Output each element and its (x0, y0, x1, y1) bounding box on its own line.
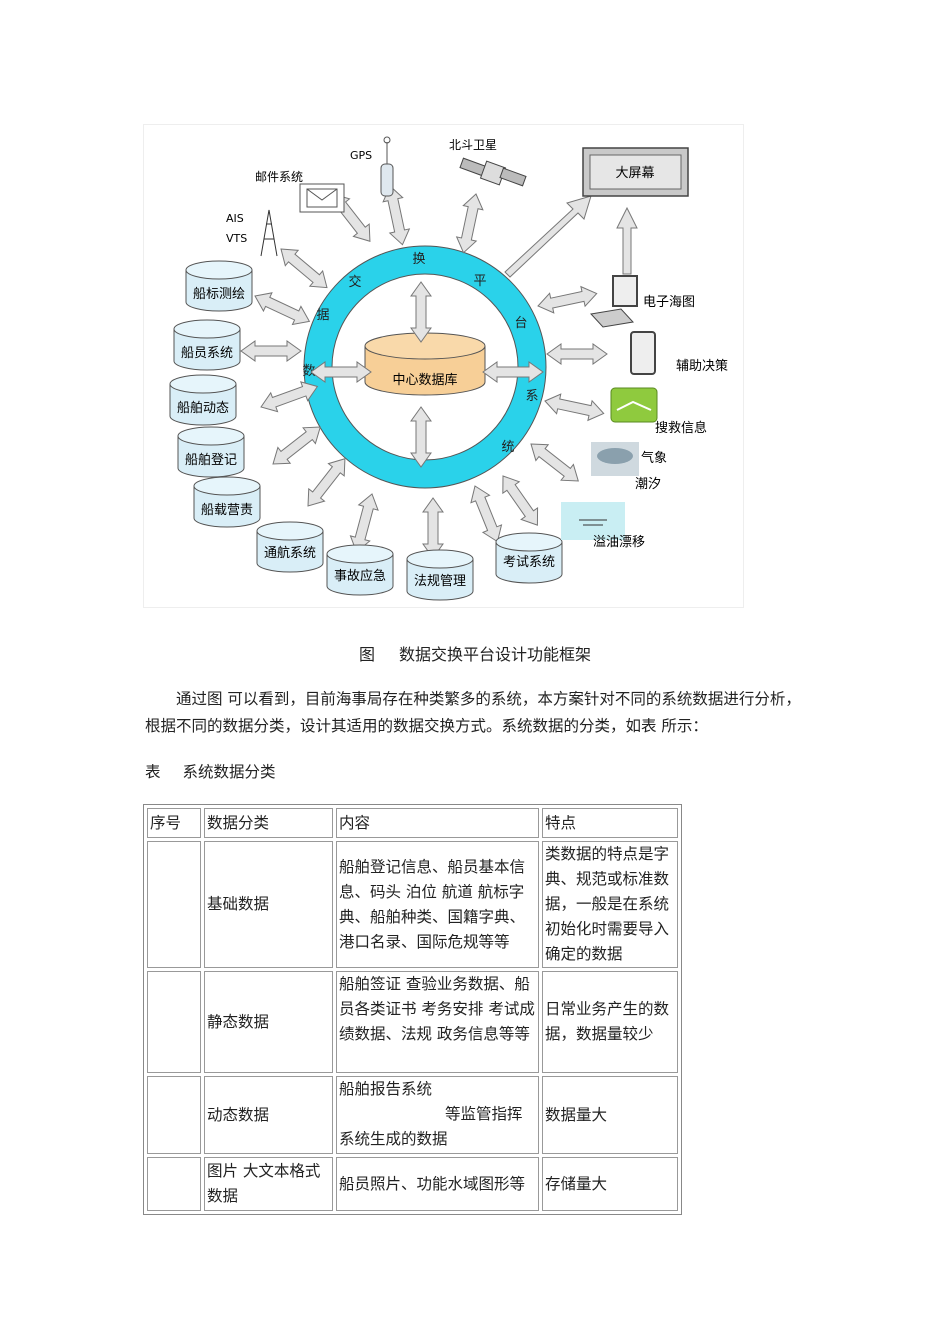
row-content: 船员照片、功能水域图形等 (336, 1157, 539, 1211)
row-number (147, 971, 201, 1073)
row-content: 船舶签证 查验业务数据、船员各类证书 考务安排 考试成绩数据、法规 政务信息等等 (336, 971, 539, 1073)
svg-text:溢油漂移: 溢油漂移 (593, 534, 645, 550)
row-category: 基础数据 (204, 841, 333, 968)
table-row: 静态数据 船舶签证 查验业务数据、船员各类证书 考务安排 考试成绩数据、法规 政… (147, 971, 678, 1073)
row-category: 静态数据 (204, 971, 333, 1073)
body-paragraph: 通过图 可以看到，目前海事局存在种类繁多的系统，本方案针对不同的系统数据进行分析… (145, 686, 815, 740)
svg-text:气象: 气象 (641, 450, 667, 466)
db-cylinder: 船标测绘 (186, 261, 252, 311)
table-header-row: 序号 数据分类 内容 特点 (147, 808, 678, 838)
ring-char: 系 (525, 389, 538, 404)
caption-text: 数据交换平台设计功能框架 (399, 645, 591, 664)
svg-text:船舶登记: 船舶登记 (185, 452, 237, 468)
svg-text:AIS: AIS (226, 212, 244, 225)
ring-char: 平 (473, 274, 486, 289)
header-cell: 数据分类 (204, 808, 333, 838)
svg-text:船载营责: 船载营责 (201, 503, 253, 518)
svg-text:船舶动态: 船舶动态 (177, 400, 229, 416)
row-feature: 日常业务产生的数据，数据量较少 (542, 971, 678, 1073)
ring-char: 台 (514, 316, 527, 331)
row-category: 动态数据 (204, 1076, 333, 1154)
row-category: 图片 大文本格式数据 (204, 1157, 333, 1211)
db-cylinder: 船舶登记 (178, 427, 244, 477)
header-cell: 序号 (147, 808, 201, 838)
db-cylinder: 考试系统 (496, 533, 562, 583)
svg-text:船员系统: 船员系统 (181, 346, 233, 361)
table-row: 图片 大文本格式数据 船员照片、功能水域图形等 存储量大 (147, 1157, 678, 1211)
db-cylinder: 事故应急 (327, 545, 393, 595)
row-content: 船舶登记信息、船员基本信息、码头 泊位 航道 航标字典、船舶种类、国籍字典、港口… (336, 841, 539, 968)
row-feature: 存储量大 (542, 1157, 678, 1211)
table-title-text: 系统数据分类 (183, 763, 276, 781)
weather-icon (591, 442, 639, 476)
svg-text:船标测绘: 船标测绘 (193, 287, 245, 302)
row-feature: 类数据的特点是字典、规范或标准数据，一般是在系统初始化时需要导入确定的数据 (542, 841, 678, 968)
svg-text:中心数据库: 中心数据库 (392, 372, 457, 388)
rescue-icon (611, 388, 657, 422)
svg-text:法规管理: 法规管理 (414, 574, 466, 589)
db-cylinder: 船舶动态 (170, 375, 236, 425)
table-title: 表 系统数据分类 (145, 760, 276, 782)
header-cell: 内容 (336, 808, 539, 838)
content-line: 船舶报告系统 (339, 1077, 536, 1102)
content-line: 系统生成的数据 (339, 1127, 536, 1152)
svg-text:大屏幕: 大屏幕 (615, 166, 654, 181)
row-feature: 数据量大 (542, 1076, 678, 1154)
svg-text:北斗卫星: 北斗卫星 (449, 138, 497, 152)
svg-text:搜救信息: 搜救信息 (655, 420, 707, 436)
db-cylinder: 船员系统 (174, 320, 240, 370)
content-line: 等监管指挥 (339, 1102, 536, 1127)
header-cell: 特点 (542, 808, 678, 838)
svg-text:通航系统: 通航系统 (264, 545, 316, 561)
row-number (147, 841, 201, 968)
ring-char: 交 (348, 274, 361, 290)
db-cylinder: 通航系统 (257, 522, 323, 572)
big-screen: 大屏幕 (583, 148, 688, 196)
svg-text:邮件系统: 邮件系统 (255, 170, 303, 184)
svg-text:事故应急: 事故应急 (334, 568, 386, 584)
caption-prefix: 图 (359, 645, 375, 664)
table-row: 动态数据 船舶报告系统 等监管指挥 系统生成的数据 数据量大 (147, 1076, 678, 1154)
row-number (147, 1157, 201, 1211)
svg-text:电子海图: 电子海图 (643, 295, 695, 310)
svg-text:GPS: GPS (350, 149, 372, 162)
mail-icon (300, 184, 344, 212)
table-row: 基础数据 船舶登记信息、船员基本信息、码头 泊位 航道 航标字典、船舶种类、国籍… (147, 841, 678, 968)
row-content: 船舶报告系统 等监管指挥 系统生成的数据 (336, 1076, 539, 1154)
row-number (147, 1076, 201, 1154)
table-title-prefix: 表 (145, 763, 161, 781)
ring-char: 统 (501, 440, 514, 455)
svg-text:考试系统: 考试系统 (503, 555, 555, 570)
tablet-icon (631, 332, 655, 374)
figure-caption: 图 数据交换平台设计功能框架 (0, 641, 950, 665)
ring-char: 换 (412, 252, 425, 267)
db-cylinder: 法规管理 (407, 550, 473, 600)
center-database: 中心数据库 (365, 333, 485, 395)
svg-text:辅助决策: 辅助决策 (676, 358, 728, 374)
svg-text:VTS: VTS (226, 232, 247, 245)
db-cylinder: 船载营责 (194, 477, 260, 527)
data-table: 序号 数据分类 内容 特点 基础数据 船舶登记信息、船员基本信息、码头 泊位 航… (143, 804, 682, 1215)
system-diagram: 数 据 交 换 平 台 系 统 中心数据库 (143, 124, 744, 608)
ring-char: 据 (316, 308, 329, 323)
svg-text:潮汐: 潮汐 (635, 476, 661, 492)
